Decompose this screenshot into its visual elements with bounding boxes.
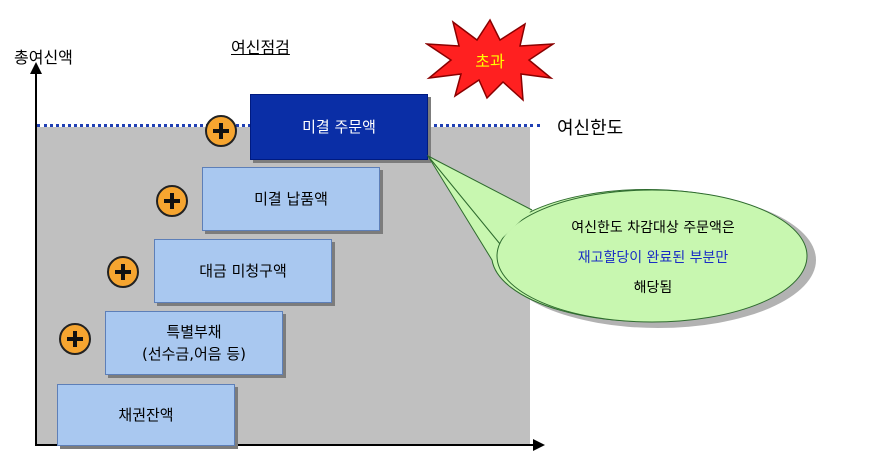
- box-special-debt: 특별부채 (선수금,어음 등): [105, 311, 283, 375]
- credit-limit-label: 여신한도: [557, 118, 624, 139]
- exceed-label: 초과: [475, 52, 505, 71]
- y-axis-arrow-icon: [30, 62, 42, 74]
- diagram-title: 여신점검: [231, 38, 290, 57]
- note-line-3: 해당됨: [633, 280, 673, 296]
- y-axis: [35, 70, 37, 446]
- plus-icon: [59, 323, 91, 355]
- box-bond-balance: 채권잔액: [57, 384, 235, 446]
- box-special-debt-sublabel: (선수금,어음 등): [141, 345, 247, 363]
- box-undelivered-label: 미결 납품액: [254, 190, 328, 208]
- x-axis: [35, 444, 535, 446]
- plus-icon: [107, 256, 139, 288]
- box-unbilled: 대금 미청구액: [154, 239, 332, 303]
- speech-bubble: [426, 154, 816, 328]
- note-line-1: 여신한도 차감대상 주문액은: [571, 220, 735, 236]
- explosion-icon: [425, 18, 555, 102]
- box-undelivered: 미결 납품액: [202, 167, 380, 231]
- box-bond-balance-label: 채권잔액: [118, 406, 174, 424]
- box-special-debt-label: 특별부채: [166, 323, 222, 341]
- y-axis-label: 총여신액: [14, 48, 73, 67]
- box-unbilled-label: 대금 미청구액: [199, 262, 287, 280]
- plus-icon: [156, 185, 188, 217]
- note-line-2: 재고할당이 완료된 부분만: [577, 250, 729, 266]
- box-unsettled-order: 미결 주문액: [250, 94, 428, 160]
- plus-icon: [205, 115, 237, 147]
- x-axis-arrow-icon: [533, 439, 545, 451]
- box-unsettled-order-label: 미결 주문액: [302, 118, 376, 136]
